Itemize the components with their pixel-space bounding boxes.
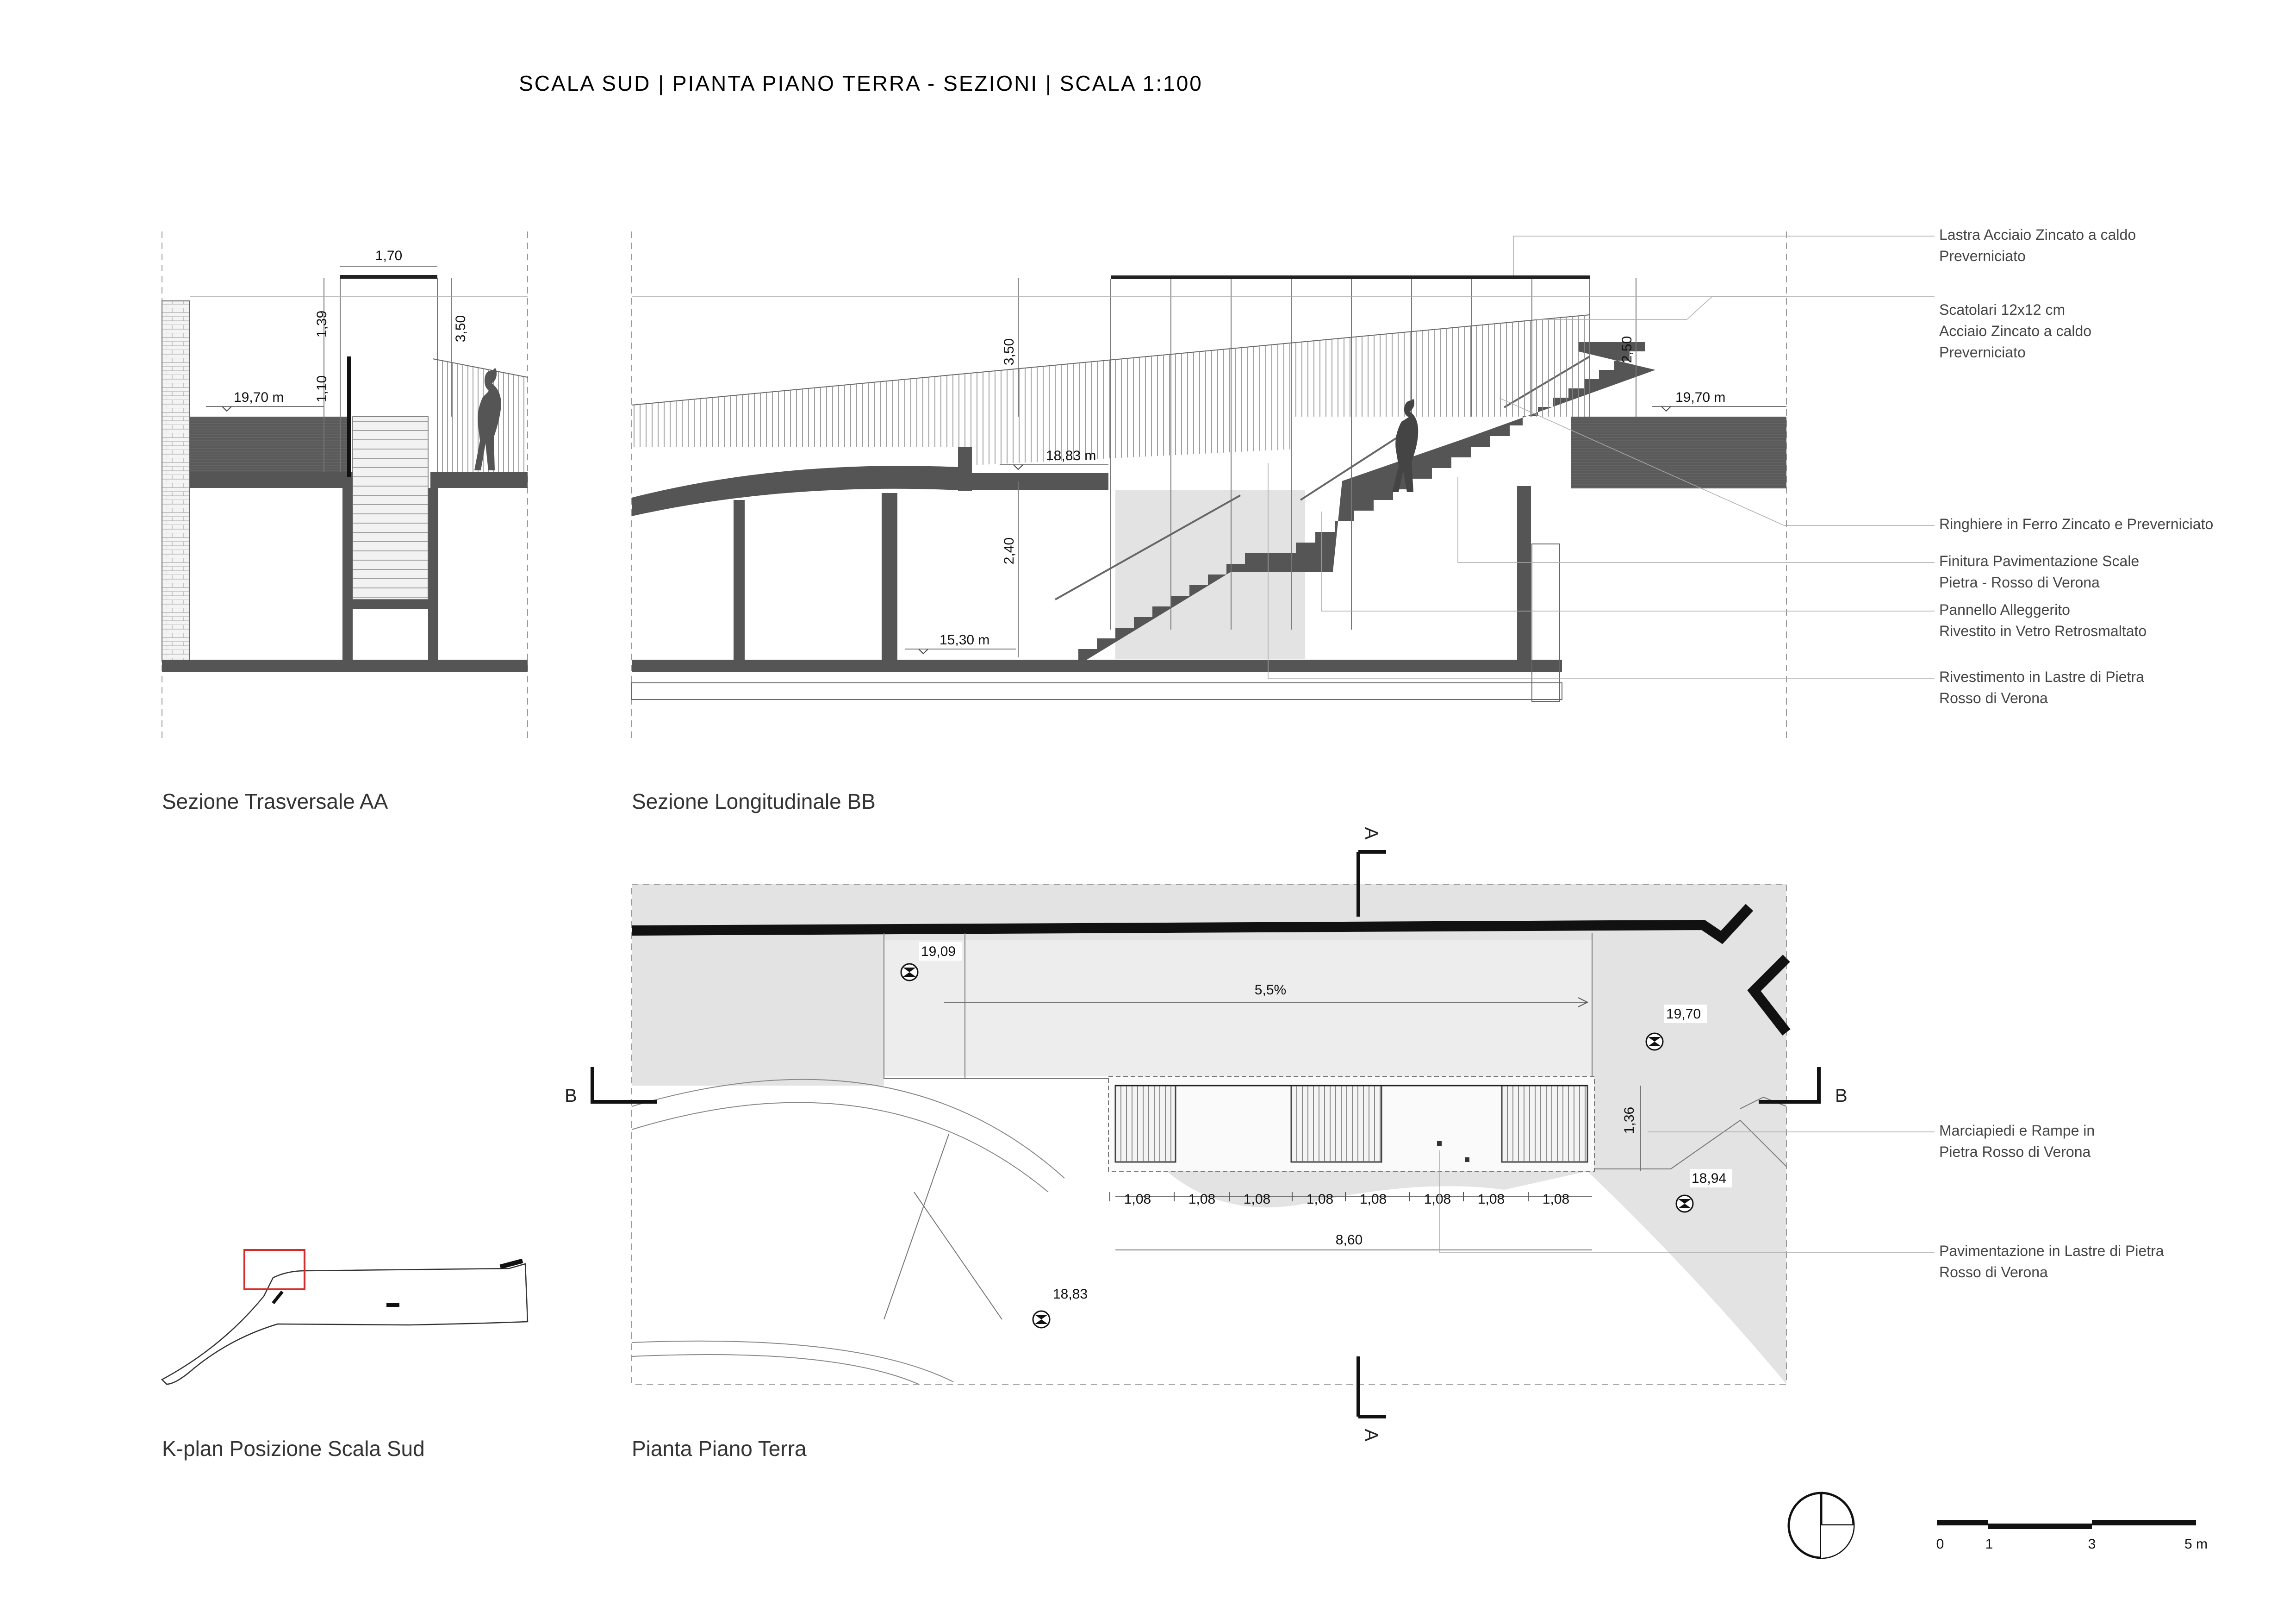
bb-dim-h-left: 3,50 (1002, 338, 1017, 365)
plan-section-mark-b-right: B (1835, 1086, 1848, 1106)
note-1-line-2: Preverniciato (1939, 248, 2026, 264)
bb-dim-h-mid: 2,40 (1002, 537, 1017, 564)
bb-level-top-right: 19,70 m (1675, 390, 1725, 405)
note-5-line-1: Pannello Alleggerito (1939, 601, 2070, 618)
plan-slope: 5,5% (1255, 982, 1286, 998)
aa-level: 19,70 m (234, 390, 284, 405)
section-aa: 1,70 1,39 1,10 3,50 19,70 m Sezione Tras… (162, 231, 528, 813)
north-arrow-icon (1787, 1492, 1855, 1559)
step-dim-4: 1,08 (1307, 1192, 1333, 1207)
bb-level-mid: 18,83 m (1046, 448, 1096, 463)
kplan: K-plan Posizione Scala Sud (161, 1249, 529, 1461)
note-3-line-1: Ringhiere in Ferro Zincato e Prevernicia… (1939, 516, 2213, 532)
aa-dim-h2: 1,10 (314, 375, 330, 402)
plan-level-bottom_right: 18,94 (1692, 1171, 1726, 1186)
scale-label-2: 3 (2088, 1537, 2096, 1552)
plan-total-dim: 8,60 (1336, 1232, 1363, 1248)
plan-level-marker-bottom_left: 18,83 (1032, 1285, 1094, 1329)
section-bb: 3,50 2,40 2,50 19,70 m 18,83 m 15,30 m S… (631, 231, 1787, 813)
sheet-title: SCALA SUD | PIANTA PIANO TERRA - SEZIONI… (519, 71, 1203, 95)
kplan-caption: K-plan Posizione Scala Sud (162, 1437, 425, 1461)
step-dim-7: 1,08 (1478, 1192, 1505, 1207)
aa-dim-h3: 3,50 (453, 315, 468, 342)
note-6-line-2: Rosso di Verona (1939, 690, 2048, 706)
bb-dim-h-right: 2,50 (1619, 336, 1635, 363)
note-6-line-1: Rivestimento in Lastre di Pietra (1939, 668, 2144, 685)
aa-caption: Sezione Trasversale AA (162, 789, 388, 813)
section-notes: Lastra Acciaio Zincato a caldoPrevernici… (1268, 226, 2213, 706)
note-4-line-2: Pietra - Rosso di Verona (1939, 574, 2100, 591)
plan-note-2-line-1: Pavimentazione in Lastre di Pietra (1939, 1243, 2164, 1259)
note-5-line-2: Rivestito in Vetro Retrosmaltato (1939, 623, 2147, 639)
scale-bar: 0 1 3 5 m (1936, 1520, 2208, 1552)
note-1-line-1: Lastra Acciaio Zincato a caldo (1939, 226, 2136, 243)
plan-note-1-line-1: Marciapiedi e Rampe in (1939, 1122, 2095, 1139)
note-4-line-1: Finitura Pavimentazione Scale (1939, 553, 2139, 569)
step-dim-3: 1,08 (1244, 1192, 1270, 1207)
scale-label-1: 1 (1985, 1537, 1993, 1552)
ground-floor-plan: 5,5% 1,36 1,08 1,08 1,08 1,08 1,08 1,08 1,08 1,… (565, 827, 2164, 1461)
plan-side-dim: 1,36 (1622, 1107, 1637, 1134)
bb-caption: Sezione Longitudinale BB (632, 789, 876, 813)
plan-note-2-line-2: Rosso di Verona (1939, 1264, 2048, 1280)
plan-level-marker-top_left: 19,09 (900, 942, 962, 981)
plan-section-mark-a-bottom: A (1361, 1429, 1381, 1442)
note-2-line-1: Scatolari 12x12 cm (1939, 301, 2065, 318)
plan-level-right: 19,70 (1666, 1006, 1701, 1022)
scale-label-0: 0 (1936, 1537, 1944, 1552)
plan-level-top_left: 19,09 (921, 944, 956, 959)
plan-section-mark-b-left: B (565, 1086, 577, 1106)
plan-section-mark-a-top: A (1361, 827, 1381, 840)
note-2-line-2: Acciaio Zincato a caldo (1939, 323, 2091, 339)
aa-dim-h1: 1,39 (314, 311, 330, 337)
step-dim-8: 1,08 (1543, 1192, 1569, 1207)
step-dim-2: 1,08 (1188, 1192, 1215, 1207)
bb-level-bottom: 15,30 m (940, 632, 989, 648)
scale-label-3: 5 m (2184, 1537, 2208, 1552)
step-dim-5: 1,08 (1360, 1192, 1387, 1207)
kplan-highlight-box (243, 1249, 305, 1290)
aa-dim-width: 1,70 (375, 248, 402, 263)
note-2-line-3: Preverniciato (1939, 344, 2026, 361)
step-dim-1: 1,08 (1124, 1192, 1151, 1207)
plan-caption: Pianta Piano Terra (632, 1437, 807, 1461)
plan-level-marker-bottom_right: 18,94 (1675, 1169, 1732, 1213)
plan-level-bottom_left: 18,83 (1053, 1287, 1088, 1302)
step-dim-6: 1,08 (1424, 1192, 1451, 1207)
plan-note-1-line-2: Pietra Rosso di Verona (1939, 1143, 2091, 1160)
plan-level-marker-right: 19,70 (1645, 1005, 1707, 1051)
